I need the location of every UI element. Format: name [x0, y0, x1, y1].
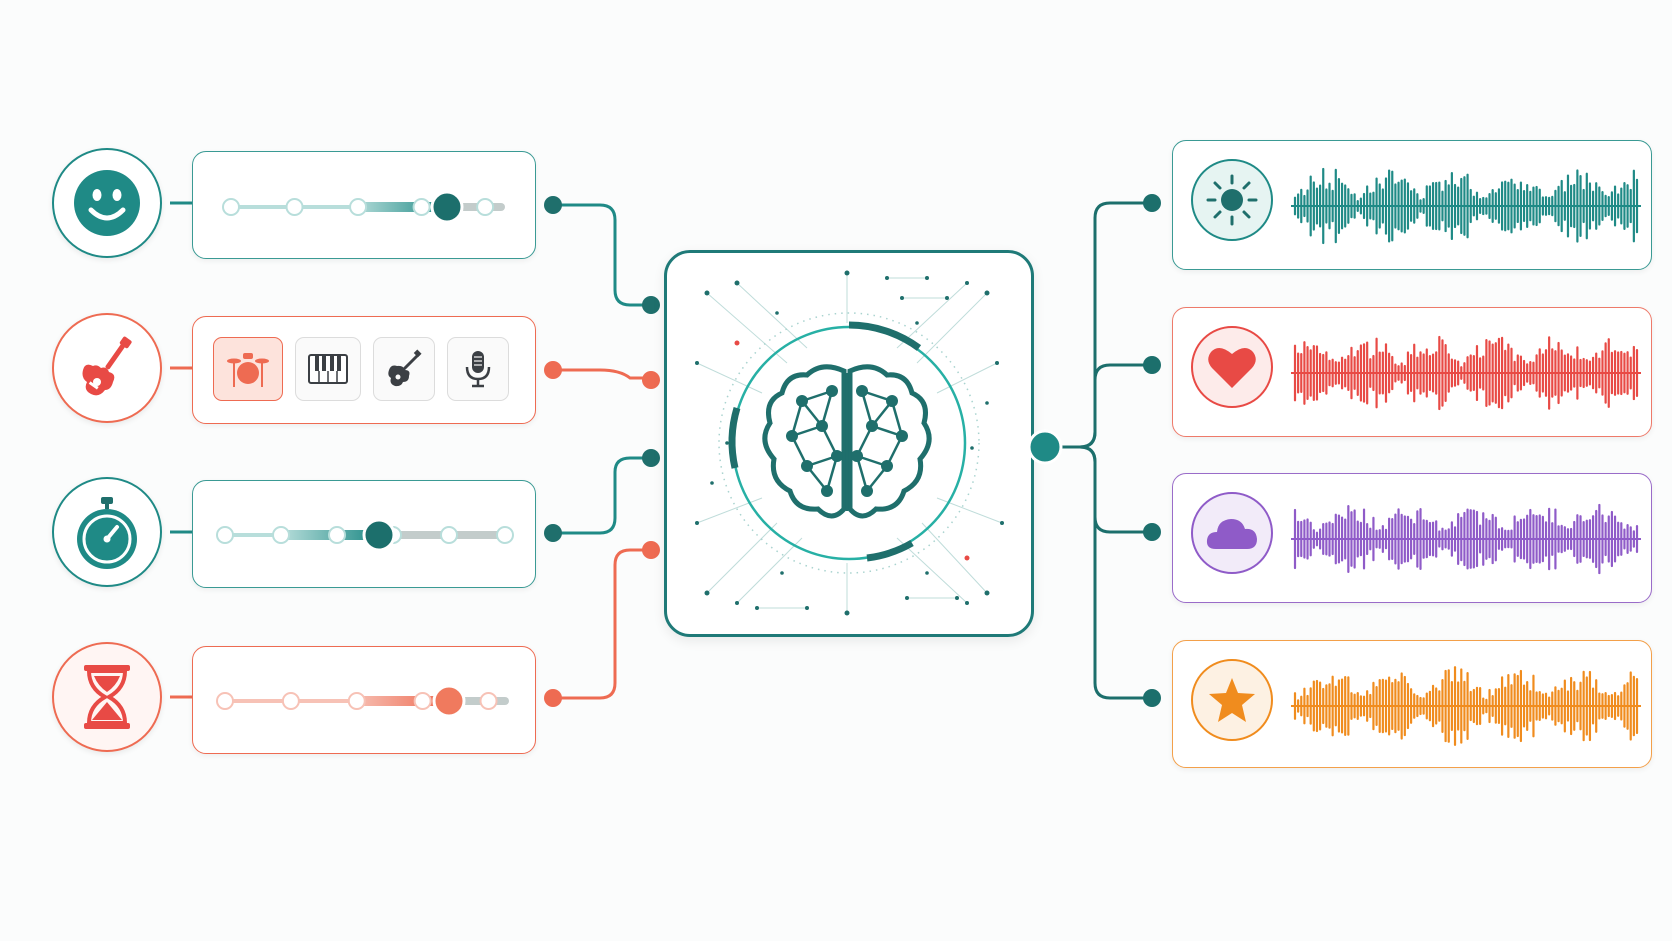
output-waveform	[1291, 503, 1641, 575]
duration-slider-panel	[192, 646, 536, 754]
output-port-dot	[1143, 356, 1161, 374]
slider-stop	[349, 198, 368, 216]
processor-port-dot	[642, 541, 660, 559]
processor-port-dot	[642, 371, 660, 389]
waveform-bars	[1293, 503, 1639, 575]
input-port-dot	[544, 524, 562, 542]
input-port-dot	[544, 196, 562, 214]
output-bright	[1172, 140, 1652, 270]
heart-icon-circle	[1191, 326, 1273, 408]
slider-stop	[413, 692, 432, 710]
smiley-icon	[74, 170, 140, 236]
slider-stop	[281, 692, 300, 710]
tempo-slider-panel	[192, 480, 536, 588]
output-port-dot	[1143, 194, 1161, 212]
slider-knob	[362, 518, 396, 552]
ai-processor-box	[664, 250, 1034, 637]
instrument-selector-panel	[192, 316, 536, 424]
instrument-icon-circle	[52, 313, 162, 423]
processor-port-dot	[642, 296, 660, 314]
sun-icon	[1206, 174, 1258, 226]
slider-stop	[347, 692, 366, 710]
neural-network-background	[695, 270, 1004, 616]
tempo-slider[interactable]	[215, 515, 515, 555]
piano-keys-icon	[308, 354, 348, 384]
input-port-dot	[544, 361, 562, 379]
microphone-button[interactable]	[447, 337, 509, 401]
mood-slider[interactable]	[221, 187, 511, 227]
drum-kit-button[interactable]	[213, 337, 283, 401]
microphone-icon	[465, 351, 491, 388]
output-port-dot	[1143, 523, 1161, 541]
heart-icon	[1208, 347, 1256, 388]
duration-slider[interactable]	[215, 681, 515, 721]
star-icon	[1209, 678, 1255, 722]
output-waveform	[1291, 167, 1641, 245]
tempo-icon-circle	[52, 477, 162, 587]
output-calm	[1172, 473, 1652, 603]
waveform-bars	[1293, 335, 1639, 411]
duration-icon-circle	[52, 642, 162, 752]
drum-kit-icon	[227, 353, 269, 387]
guitar-icon	[388, 349, 422, 387]
slider-stop	[496, 526, 514, 544]
sun-icon-circle	[1191, 159, 1273, 241]
slider-stop	[216, 526, 234, 544]
slider-stop	[412, 198, 431, 216]
output-love	[1172, 307, 1652, 437]
cloud-icon	[1206, 519, 1257, 549]
slider-knob	[432, 684, 466, 718]
piano-button[interactable]	[295, 337, 361, 401]
guitar-icon	[82, 336, 132, 396]
output-upbeat	[1172, 640, 1652, 768]
slider-stop	[216, 692, 234, 710]
hourglass-icon	[84, 665, 130, 729]
slider-stop	[479, 692, 498, 710]
star-icon-circle	[1191, 659, 1273, 741]
output-port-dot	[1143, 689, 1161, 707]
waveform-bars	[1293, 167, 1639, 245]
guitar-button[interactable]	[373, 337, 435, 401]
waveform-bars	[1293, 666, 1639, 746]
stopwatch-icon	[77, 497, 137, 569]
slider-stop	[222, 198, 240, 216]
slider-stop	[285, 198, 304, 216]
slider-knob	[430, 190, 464, 224]
mood-icon-circle	[52, 148, 162, 258]
slider-stop	[272, 526, 290, 544]
neural-brain-icon	[762, 364, 932, 519]
output-waveform	[1291, 666, 1641, 746]
input-port-dot	[544, 689, 562, 707]
output-waveform	[1291, 335, 1641, 411]
slider-stop	[440, 526, 458, 544]
processor-port-dot	[642, 449, 660, 467]
cloud-icon-circle	[1191, 492, 1273, 574]
mood-slider-panel	[192, 151, 536, 259]
slider-stop	[476, 198, 495, 216]
processor-output-port	[1027, 429, 1063, 465]
slider-stop	[328, 526, 346, 544]
